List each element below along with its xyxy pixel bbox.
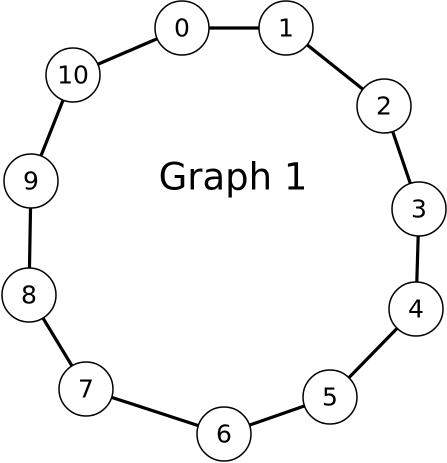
node-3: 3: [391, 181, 447, 237]
node-label: 3: [411, 195, 427, 224]
node-circle: [356, 78, 412, 134]
node-circle: [391, 181, 447, 237]
node-2: 2: [356, 78, 412, 134]
node-label: 7: [78, 375, 94, 404]
node-circle: [302, 369, 358, 425]
node-circle: [154, 0, 210, 56]
node-circle: [45, 47, 101, 103]
node-10: 10: [45, 47, 101, 103]
node-circle: [58, 361, 114, 417]
node-circle: [3, 153, 59, 209]
node-label: 2: [376, 92, 392, 121]
node-4: 4: [388, 281, 444, 337]
node-8: 8: [1, 267, 57, 323]
node-5: 5: [302, 369, 358, 425]
node-7: 7: [58, 361, 114, 417]
node-label: 9: [23, 167, 39, 196]
node-circle: [1, 267, 57, 323]
node-0: 0: [154, 0, 210, 56]
node-label: 6: [216, 420, 232, 449]
node-9: 9: [3, 153, 59, 209]
node-circle: [258, 0, 314, 56]
node-label: 0: [174, 14, 190, 43]
node-circle: [196, 406, 252, 462]
node-label: 1: [278, 14, 294, 43]
graph-title: Graph 1: [159, 156, 308, 199]
node-circle: [388, 281, 444, 337]
node-label: 10: [57, 61, 89, 90]
node-label: 4: [408, 295, 424, 324]
node-label: 5: [322, 383, 338, 412]
node-6: 6: [196, 406, 252, 462]
node-label: 8: [21, 281, 37, 310]
node-1: 1: [258, 0, 314, 56]
